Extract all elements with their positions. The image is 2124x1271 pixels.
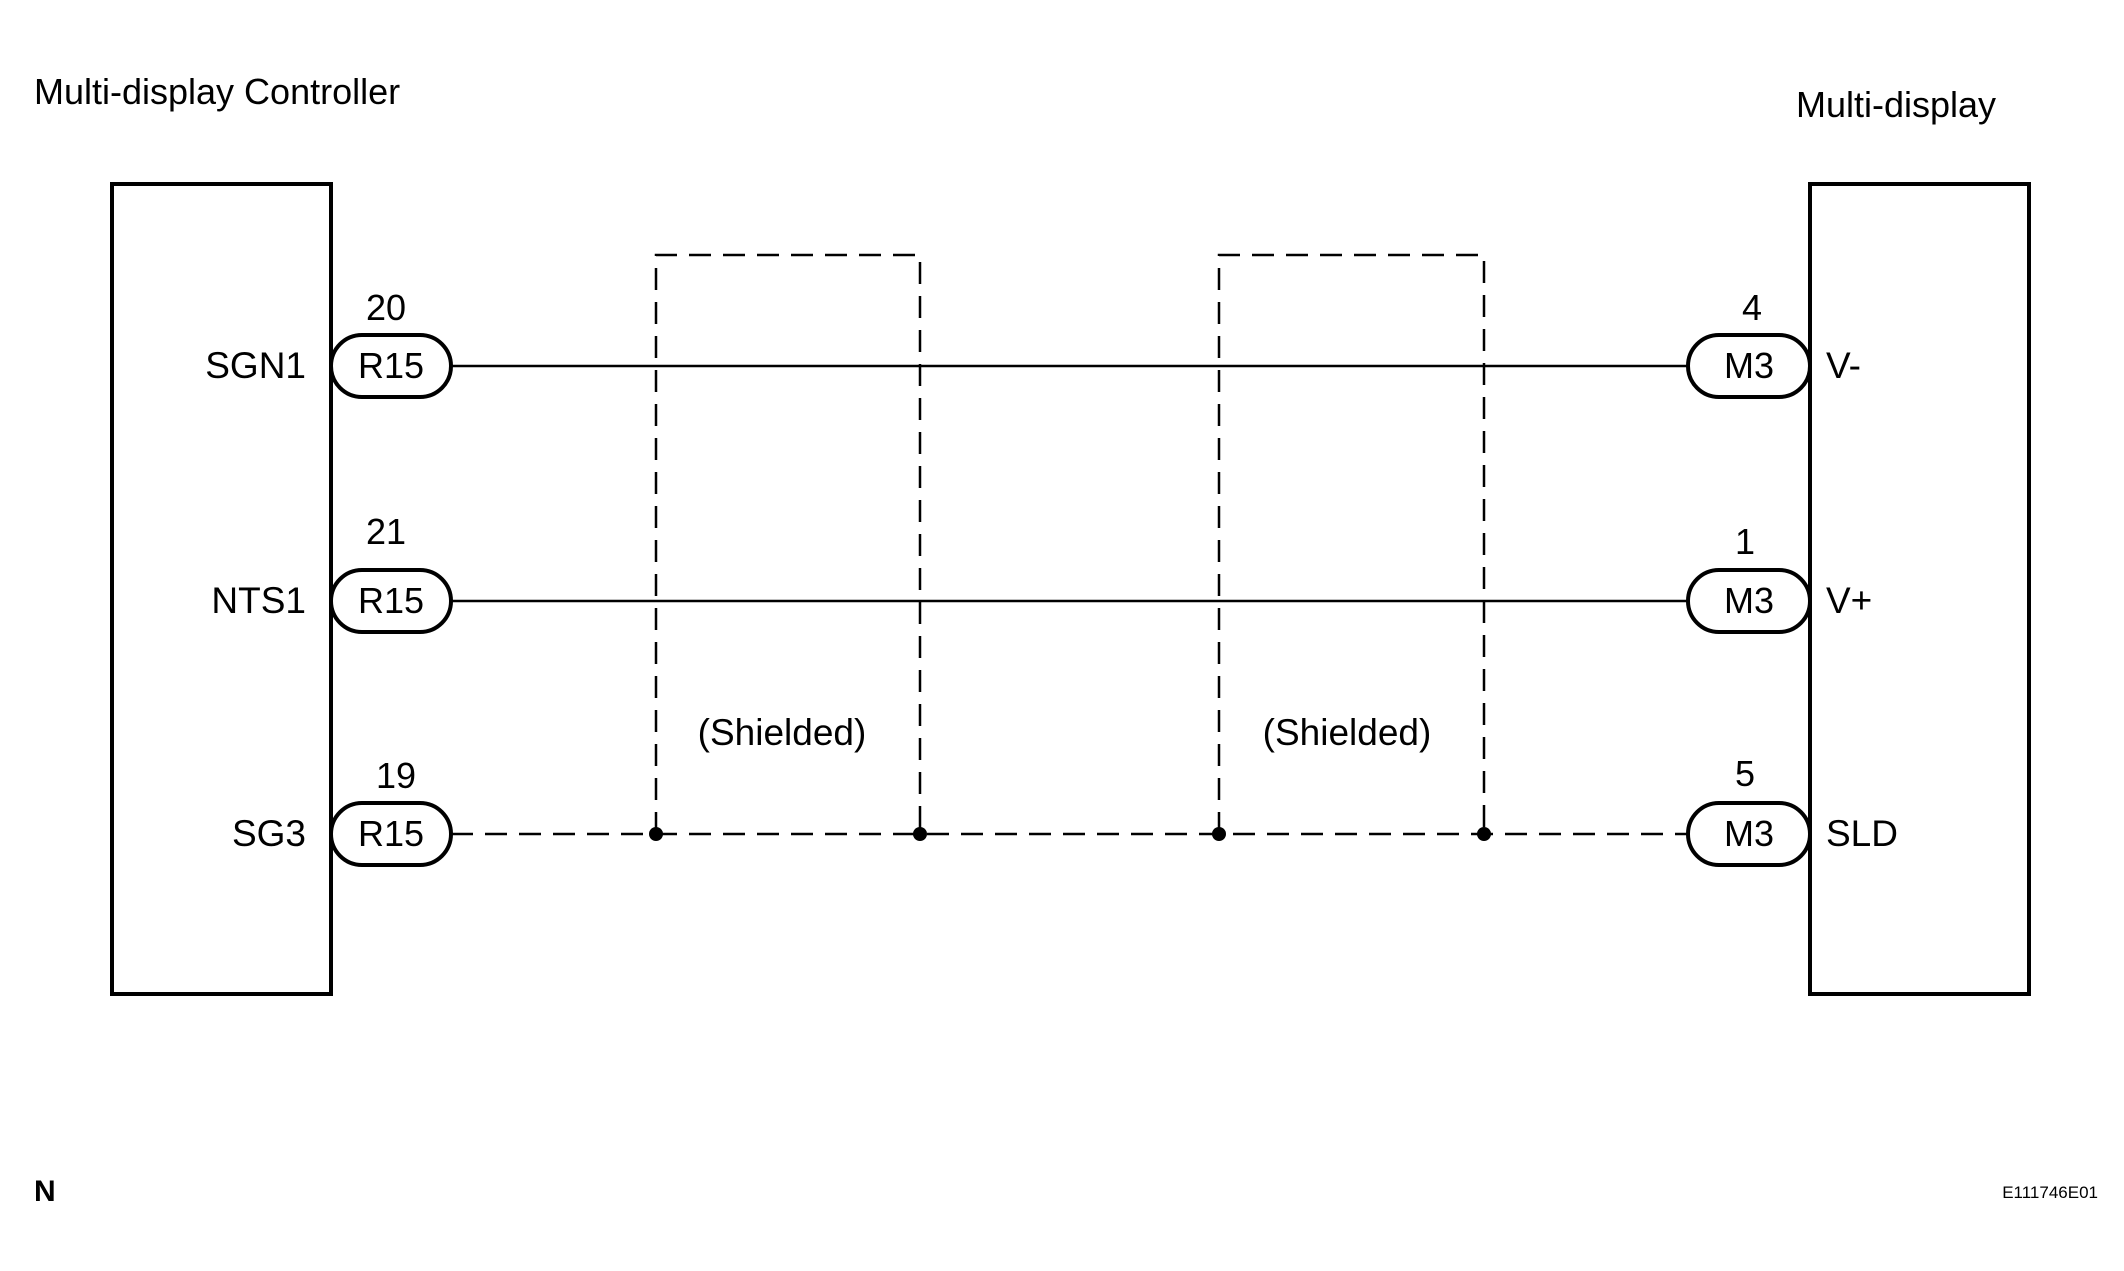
display-title: Multi-display [1796,84,1996,125]
shield-outline-left [654,253,922,834]
shield-outline-right [1217,253,1486,834]
connector-r15-sgn1 [329,333,453,399]
connector-r15-sg3 [329,801,453,867]
connector-label: R15 [358,580,424,621]
connector-m3-v-minus [1686,333,1812,399]
shield-label-left: (Shielded) [698,712,867,753]
signal-label-sg3: SG3 [232,813,306,854]
signal-label-v-plus: V+ [1826,580,1872,621]
connector-label: R15 [358,813,424,854]
controller-title: Multi-display Controller [34,71,400,112]
connector-m3-v-plus [1686,568,1812,634]
pin-number-21: 21 [366,511,406,552]
junction-dot [649,827,663,841]
pin-number-5: 5 [1735,753,1755,794]
signal-label-nts1: NTS1 [211,580,306,621]
connector-m3-sld [1686,801,1812,867]
corner-letter: N [34,1175,56,1208]
shield-label-right: (Shielded) [1263,712,1432,753]
connector-label: M3 [1724,580,1774,621]
junction-dot [1477,827,1491,841]
signal-label-v-minus: V- [1826,345,1861,386]
junction-dot [1212,827,1226,841]
display-box [1808,182,2031,996]
controller-box [110,182,333,996]
pin-number-1: 1 [1735,521,1755,562]
signal-label-sgn1: SGN1 [205,345,306,386]
connector-r15-nts1 [329,568,453,634]
pin-number-19: 19 [376,755,416,796]
connector-label: M3 [1724,345,1774,386]
pin-number-4: 4 [1742,287,1762,328]
pin-number-20: 20 [366,287,406,328]
signal-label-sld: SLD [1826,813,1898,854]
connector-label: M3 [1724,813,1774,854]
connector-label: R15 [358,345,424,386]
junction-dot [913,827,927,841]
figure-code: E111746E01 [2002,1183,2098,1202]
